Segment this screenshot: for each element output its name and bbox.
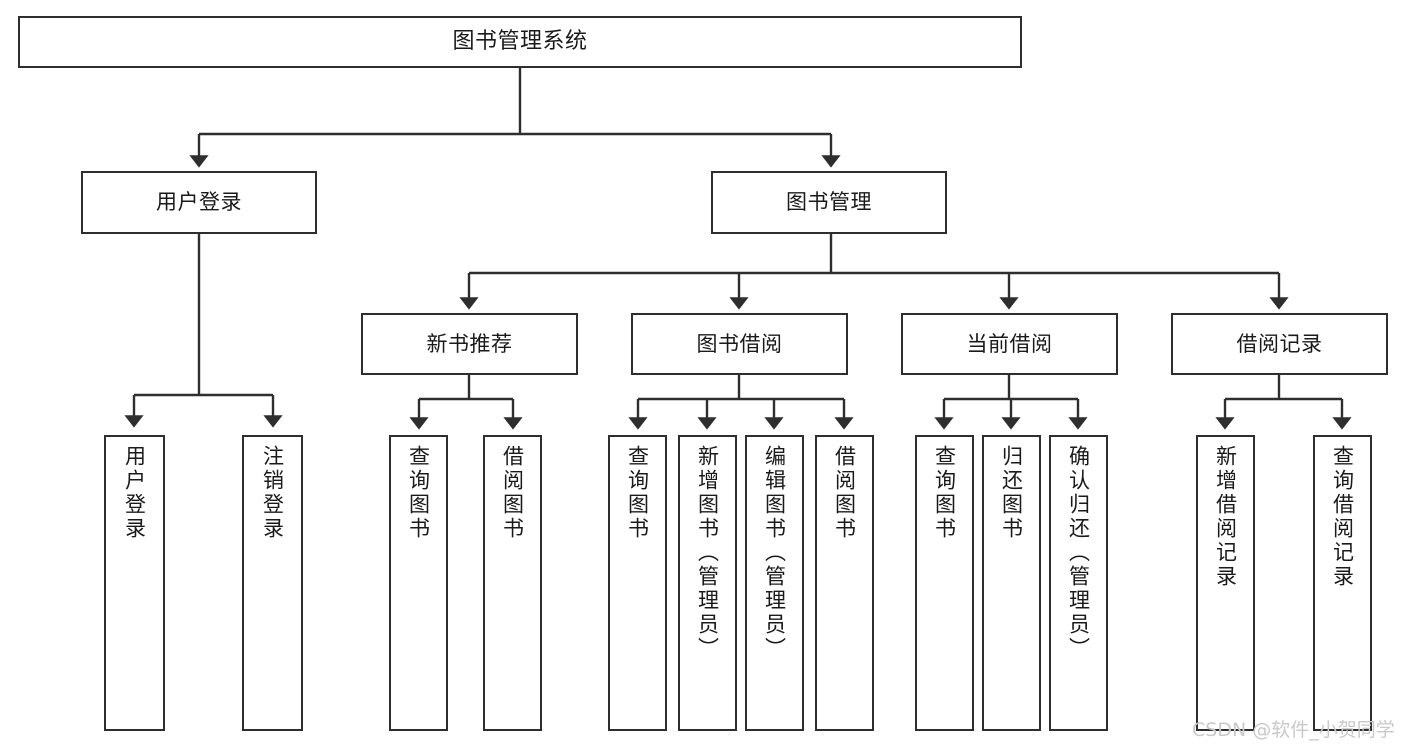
node-label: 当前借阅 [966, 331, 1053, 356]
leaf-user-login-logout[interactable]: 注销登录 [242, 435, 303, 731]
node-label: 新书推荐 [426, 331, 513, 356]
node-label: 用户登录 [122, 445, 147, 541]
leaf-book-borrow-add[interactable]: 新增图书（管理员） [678, 435, 737, 731]
node-label: 图书借阅 [696, 331, 783, 356]
node-new-book-recommend[interactable]: 新书推荐 [361, 313, 578, 375]
leaf-book-borrow-edit[interactable]: 编辑图书（管理员） [745, 435, 804, 731]
csdn-watermark: CSDN @软件_小贺同学 [1192, 719, 1395, 741]
node-label: 图书管理系统 [452, 29, 588, 55]
leaf-borrow-record-query[interactable]: 查询借阅记录 [1313, 435, 1372, 731]
node-current-borrow[interactable]: 当前借阅 [901, 313, 1118, 375]
node-label: 用户登录 [156, 190, 242, 215]
node-label: 查询图书 [932, 445, 957, 541]
node-label: 新增借阅记录 [1213, 445, 1238, 589]
leaf-new-book-borrow[interactable]: 借阅图书 [483, 435, 542, 731]
node-label: 确认归还（管理员） [1066, 445, 1091, 661]
leaf-current-borrow-return[interactable]: 归还图书 [982, 435, 1041, 731]
node-label: 注销登录 [260, 445, 285, 541]
leaf-borrow-record-add[interactable]: 新增借阅记录 [1196, 435, 1255, 731]
node-root-library-system[interactable]: 图书管理系统 [18, 16, 1022, 68]
leaf-current-borrow-query[interactable]: 查询图书 [915, 435, 974, 731]
leaf-book-borrow-query[interactable]: 查询图书 [608, 435, 667, 731]
node-label: 查询图书 [625, 445, 650, 541]
leaf-current-borrow-confirm-return[interactable]: 确认归还（管理员） [1049, 435, 1108, 731]
node-label: 编辑图书（管理员） [762, 445, 787, 661]
node-book-borrow[interactable]: 图书借阅 [631, 313, 848, 375]
node-label: 借阅记录 [1236, 331, 1323, 356]
node-label: 新增图书（管理员） [695, 445, 720, 661]
leaf-book-borrow-borrow[interactable]: 借阅图书 [815, 435, 874, 731]
node-borrow-record[interactable]: 借阅记录 [1171, 313, 1388, 375]
node-label: 归还图书 [999, 445, 1024, 541]
leaf-new-book-query[interactable]: 查询图书 [389, 435, 448, 731]
leaf-user-login-login[interactable]: 用户登录 [104, 435, 165, 731]
node-user-login[interactable]: 用户登录 [81, 171, 317, 234]
node-label: 查询借阅记录 [1330, 445, 1355, 589]
node-label: 借阅图书 [500, 445, 525, 541]
node-label: 图书管理 [786, 190, 872, 215]
node-label: 查询图书 [406, 445, 431, 541]
node-label: 借阅图书 [832, 445, 857, 541]
node-book-management[interactable]: 图书管理 [711, 171, 947, 234]
